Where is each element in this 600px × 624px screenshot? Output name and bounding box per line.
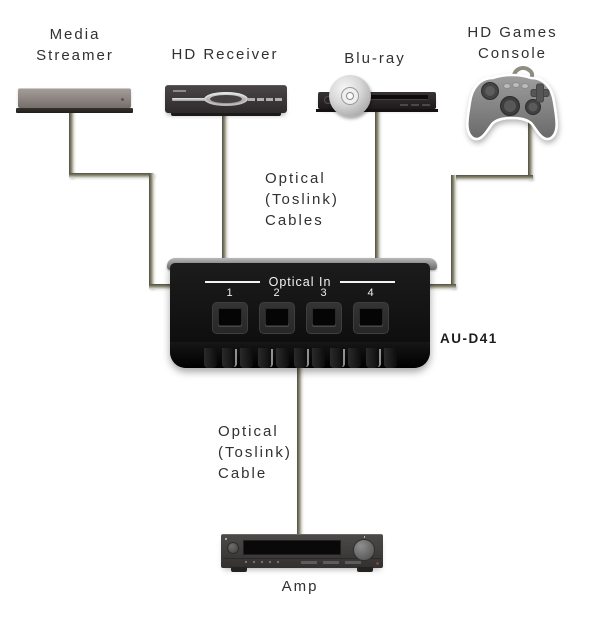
media-streamer-cable bbox=[149, 173, 154, 289]
display-slot bbox=[172, 98, 220, 101]
output-cable-annotation: Optical (Toslink) Cable bbox=[218, 423, 292, 482]
blu-ray-base bbox=[316, 109, 438, 112]
port-number-2: 2 bbox=[273, 287, 280, 299]
divider-line bbox=[204, 281, 260, 283]
vent-slot bbox=[203, 348, 217, 368]
vent-slot bbox=[221, 348, 235, 368]
jog-dial-icon bbox=[204, 92, 248, 106]
volume-knob-icon bbox=[353, 539, 375, 561]
media-streamer-cable bbox=[69, 108, 74, 178]
panel-title: Optical In bbox=[268, 275, 332, 289]
toslink-port-1 bbox=[211, 302, 248, 334]
amp-foot bbox=[357, 567, 373, 572]
vent-slot bbox=[239, 348, 253, 368]
amp-label: Amp bbox=[281, 578, 319, 595]
blu-ray-cable bbox=[375, 106, 380, 266]
media-streamer-front bbox=[18, 88, 131, 108]
games-console-label: HD Games Console bbox=[467, 24, 558, 62]
power-led-icon bbox=[225, 538, 227, 540]
vent-slot bbox=[347, 348, 361, 368]
media-streamer-device bbox=[16, 88, 133, 113]
front-buttons bbox=[248, 98, 282, 101]
toslink-port-3 bbox=[305, 302, 342, 334]
gamepad-icon bbox=[466, 66, 558, 141]
front-buttons bbox=[400, 104, 430, 106]
output-cable bbox=[297, 360, 302, 540]
toslink-port-4 bbox=[352, 302, 389, 334]
port-number-1: 1 bbox=[226, 287, 233, 299]
games-console-cable bbox=[424, 284, 456, 289]
preset-buttons bbox=[301, 561, 361, 564]
vent-slot bbox=[329, 348, 343, 368]
front-buttons bbox=[245, 561, 279, 563]
hd-receiver-device bbox=[165, 85, 287, 116]
knob-marker bbox=[364, 536, 365, 538]
panel-groove bbox=[223, 558, 381, 559]
optical-switch-device: Optical In 1 2 3 4 bbox=[170, 263, 430, 368]
divider-line bbox=[340, 281, 396, 283]
toslink-port-2 bbox=[258, 302, 295, 334]
media-streamer-base bbox=[16, 108, 133, 113]
games-console-cable bbox=[451, 175, 533, 180]
standby-led-icon bbox=[376, 562, 379, 565]
vent-slot bbox=[275, 348, 289, 368]
port-number-3: 3 bbox=[320, 287, 327, 299]
media-streamer-cable bbox=[149, 284, 177, 289]
power-led-icon bbox=[121, 98, 124, 101]
switch-panel-header: Optical In bbox=[170, 275, 430, 289]
switch-vent-base bbox=[170, 342, 430, 368]
amp-device bbox=[221, 534, 383, 568]
disc-icon bbox=[329, 75, 371, 117]
model-number-label: AU-D41 bbox=[440, 331, 498, 346]
input-cables-annotation: Optical (Toslink) Cables bbox=[265, 170, 339, 229]
input-knob-icon bbox=[227, 542, 239, 554]
brand-mark bbox=[173, 90, 186, 92]
disc-tray-slot bbox=[370, 95, 428, 100]
hd-receiver-base bbox=[171, 113, 281, 116]
blu-ray-label: Blu-ray bbox=[344, 50, 406, 67]
vent-slot bbox=[383, 348, 397, 368]
games-console-cable bbox=[451, 175, 456, 289]
amp-display bbox=[243, 540, 341, 555]
hd-receiver-cable bbox=[222, 110, 227, 266]
media-streamer-cable bbox=[69, 173, 154, 178]
port-number-4: 4 bbox=[367, 287, 374, 299]
vent-slot bbox=[311, 348, 325, 368]
vent-slot bbox=[257, 348, 271, 368]
vent-slot bbox=[365, 348, 379, 368]
games-console-cable bbox=[528, 120, 533, 180]
amp-foot bbox=[231, 567, 247, 572]
hd-receiver-label: HD Receiver bbox=[171, 46, 279, 63]
toslink-ports bbox=[170, 302, 430, 334]
port-numbers: 1 2 3 4 bbox=[170, 287, 430, 299]
media-streamer-label: Media Streamer bbox=[36, 26, 114, 64]
vent-slot bbox=[293, 348, 307, 368]
